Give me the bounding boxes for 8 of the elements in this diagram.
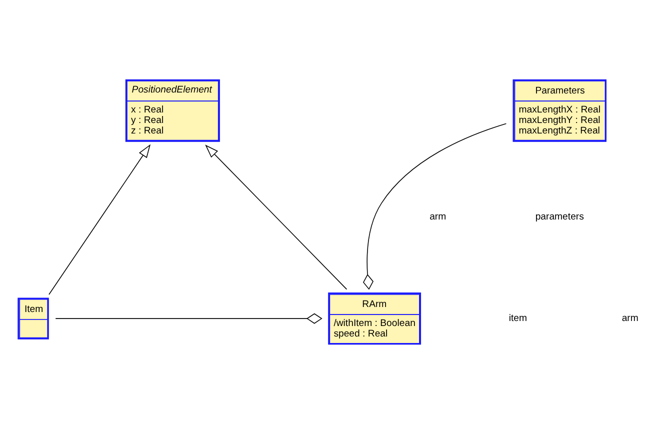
label: arm [430, 211, 446, 222]
arrow [205, 144, 348, 290]
label: item [508, 312, 528, 324]
arrow [48, 144, 151, 294]
label: parameters [535, 211, 584, 222]
connector [55, 312, 322, 324]
connector [363, 122, 507, 290]
label: arm [622, 312, 638, 324]
